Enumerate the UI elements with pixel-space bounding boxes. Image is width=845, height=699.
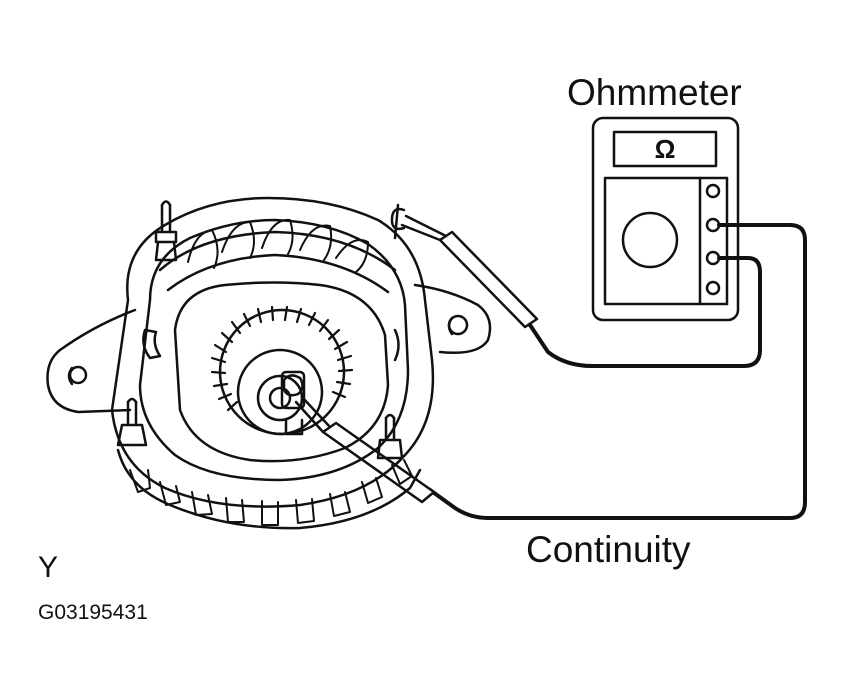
view-letter: Y <box>38 551 59 584</box>
stator-fins <box>187 218 369 273</box>
ohmmeter <box>591 116 740 322</box>
mounting-ear-left <box>46 308 137 414</box>
ohmmeter-label: Ohmmeter <box>567 72 742 113</box>
continuity-label: Continuity <box>526 529 691 570</box>
lower-fins <box>129 459 413 526</box>
figure-code: G03195431 <box>38 601 148 624</box>
meter-dial <box>621 211 679 269</box>
housing-rim <box>138 218 410 482</box>
meter-panel <box>603 176 702 306</box>
mounting-ear-right <box>413 283 492 354</box>
rotor-ring-outer <box>218 308 346 436</box>
meter-display <box>612 130 718 168</box>
terminal-stud-top-left <box>154 200 178 262</box>
meter-jack-4 <box>705 280 721 296</box>
test-leads <box>428 223 807 520</box>
rotor-ring-mid <box>236 348 324 436</box>
meter-jack-1 <box>705 183 721 199</box>
meter-body <box>591 116 740 322</box>
terminal-stud-left <box>116 397 148 447</box>
alternator <box>46 196 492 530</box>
brush-terminal <box>280 370 306 410</box>
upper-lead-wire <box>528 256 762 368</box>
front-cover <box>173 281 390 463</box>
terminal-stud-right <box>376 413 404 460</box>
slip-ring <box>256 374 304 422</box>
upper-probe <box>390 203 539 329</box>
lower-lead-wire <box>428 223 807 520</box>
ohm-symbol-display: Ω <box>654 134 676 164</box>
